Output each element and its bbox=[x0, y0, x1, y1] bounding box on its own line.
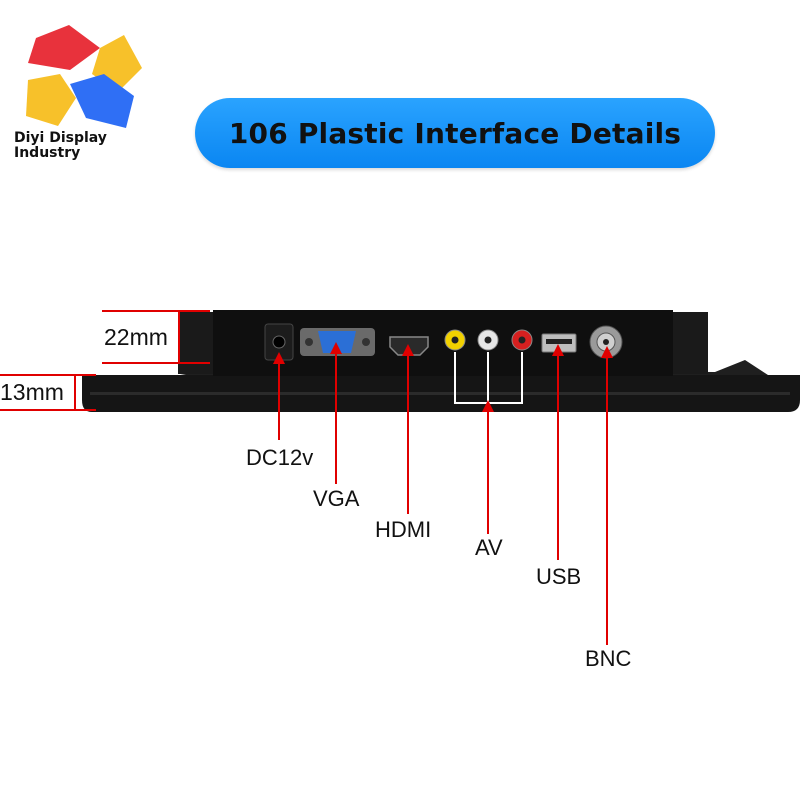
label-hdmi: HDMI bbox=[375, 517, 431, 542]
leader-lines bbox=[273, 342, 613, 645]
brand-line-2: Industry bbox=[14, 145, 81, 161]
port-dc12v bbox=[264, 323, 294, 361]
title-banner: 106 Plastic Interface Details bbox=[195, 98, 715, 168]
brand-name: Diyi Display Industry bbox=[14, 131, 107, 161]
port-vga bbox=[300, 328, 375, 356]
label-bnc: BNC bbox=[585, 646, 632, 671]
monitor-back bbox=[82, 310, 800, 412]
label-vga: VGA bbox=[313, 486, 360, 511]
dimension-13mm-label: 13mm bbox=[0, 379, 64, 405]
page-title: 106 Plastic Interface Details bbox=[228, 116, 682, 150]
label-dc12v: DC12v bbox=[246, 445, 313, 470]
brand-logo-icon bbox=[26, 25, 142, 128]
port-usb bbox=[541, 333, 577, 353]
label-usb: USB bbox=[536, 564, 581, 589]
dimension-13mm: 13mm bbox=[0, 374, 96, 411]
dimension-22mm: 22mm bbox=[102, 310, 210, 364]
port-av bbox=[444, 329, 533, 351]
dimension-22mm-label: 22mm bbox=[104, 324, 168, 350]
brand-line-1: Diyi Display bbox=[14, 130, 107, 146]
label-av: AV bbox=[475, 535, 503, 560]
